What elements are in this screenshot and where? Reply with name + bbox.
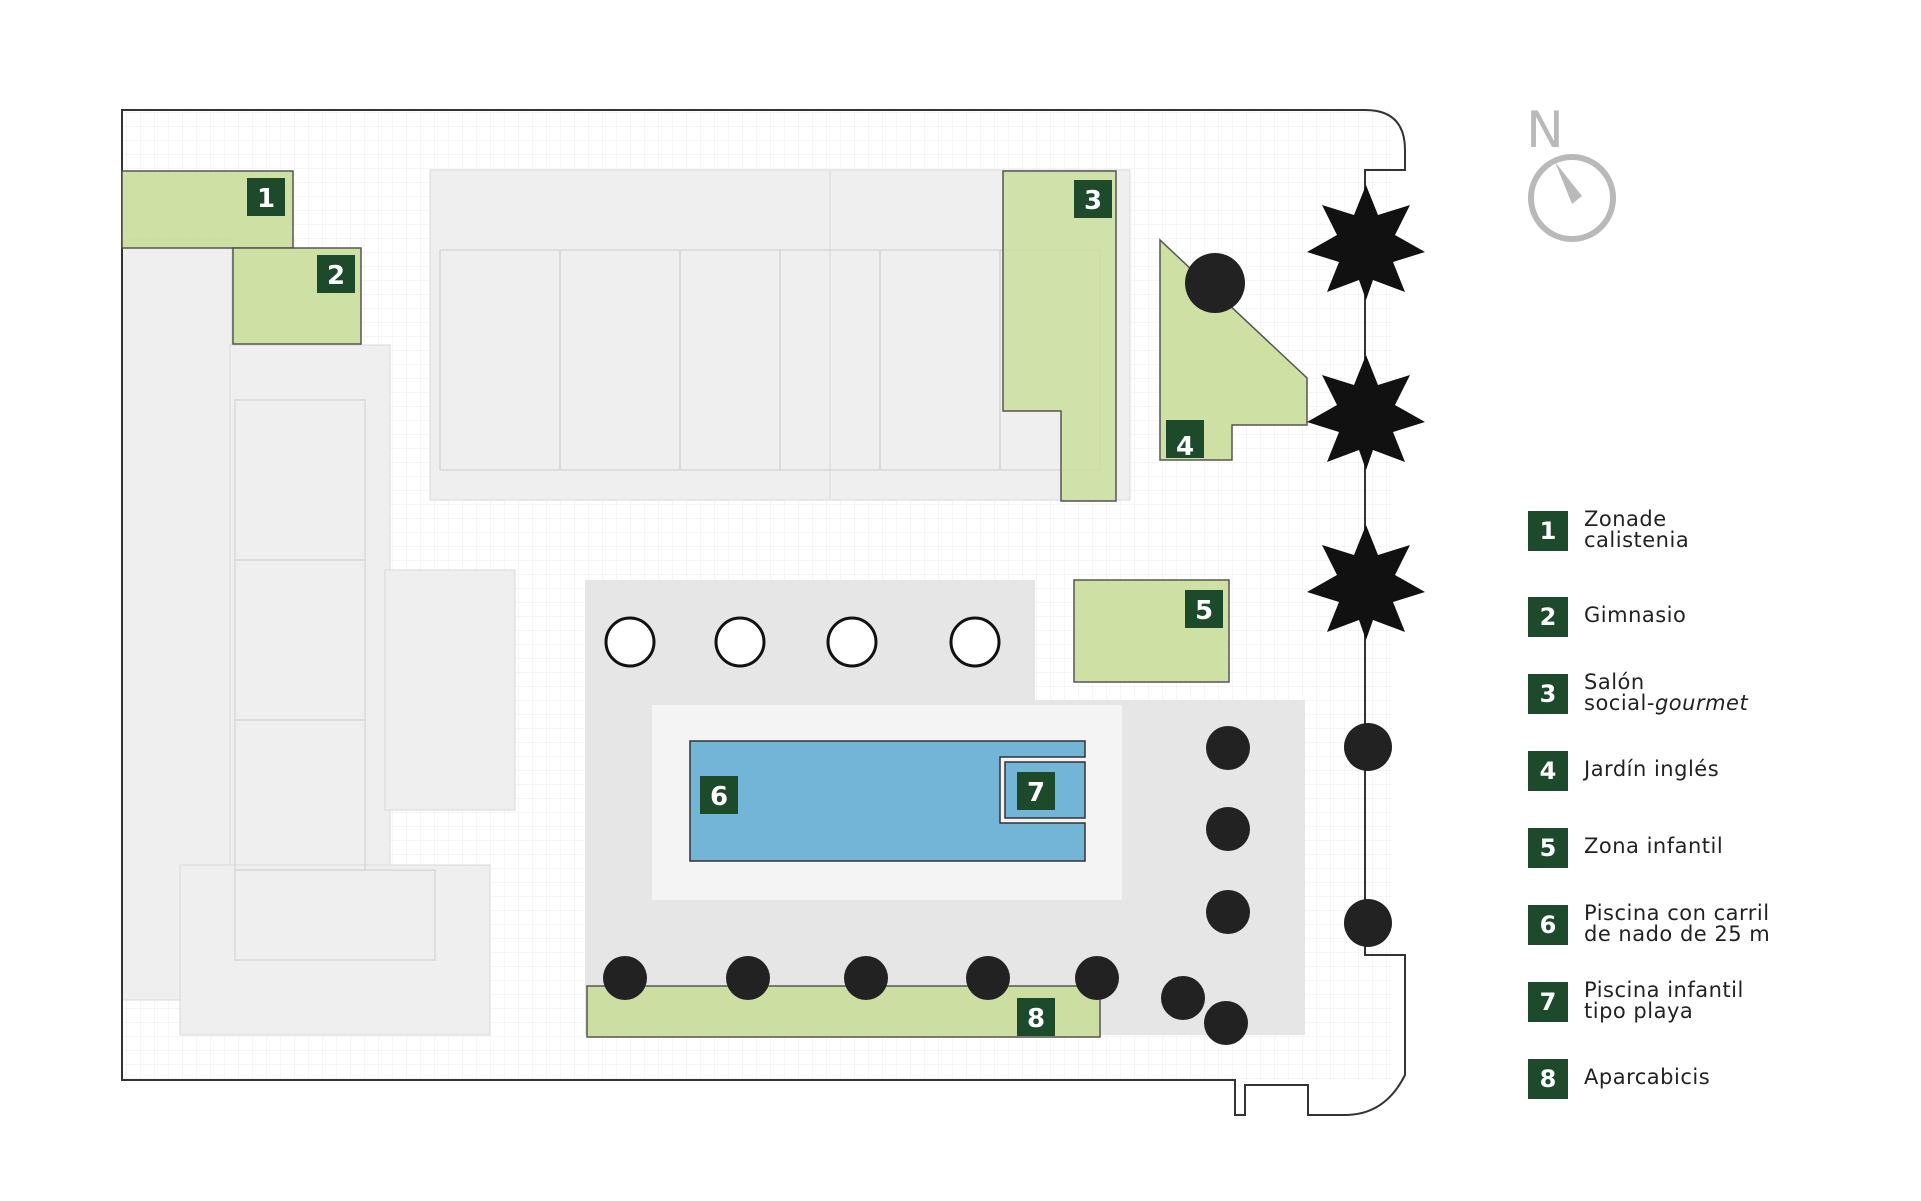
legend-label: Piscina infantil tipo playa [1584,978,1744,1023]
legend-item-2: 2 Gimnasio [1528,591,1908,651]
legend-item-1: 1 Zonade calistenia [1528,505,1908,565]
legend-item-5: 5 Zona infantil [1528,822,1908,882]
svg-text:7: 7 [1027,778,1045,808]
svg-text:5: 5 [1195,596,1213,626]
svg-text:2: 2 [327,261,345,291]
legend-badge: 3 [1528,674,1568,714]
svg-text:6: 6 [710,782,728,812]
palm-trees [1307,185,1425,640]
legend-label: Jardín inglés [1584,757,1720,781]
legend-label-italic: gourmet [1654,691,1749,715]
round-trees [604,616,1001,668]
legend-badge: 5 [1528,828,1568,868]
site-outline [121,109,1406,1116]
zone-badge-1: 1 [247,178,285,216]
zone-badge-7: 7 [1017,772,1055,810]
legend-label: Aparcabicis [1584,1065,1711,1089]
zone-8-area [586,985,1101,1038]
legend-item-6: 6 Piscina con carril de nado de 25 m [1528,899,1908,959]
svg-text:3: 3 [1084,186,1102,216]
legend-item-7: 7 Piscina infantil tipo playa [1528,976,1908,1036]
legend-badge: 8 [1528,1059,1568,1099]
legend-item-8: 8 Aparcabicis [1528,1053,1908,1113]
svg-text:1: 1 [257,184,275,214]
zone-badges: 1 2 3 4 5 6 7 8 [247,178,1223,1036]
svg-text:4: 4 [1176,432,1194,462]
legend-label: Zona infantil [1584,834,1724,858]
zone-badge-4: 4 [1166,420,1204,462]
legend-badge: 1 [1528,511,1568,551]
bush-trees [603,253,1392,1045]
legend-item-3: 3 Salón social-gourmet [1528,668,1908,728]
zone-3-area [1002,170,1117,502]
north-compass: N [1526,101,1616,242]
legend-badge: 6 [1528,905,1568,945]
zone-badge-2: 2 [317,255,355,293]
legend-label: Gimnasio [1584,603,1687,627]
pool-main [689,740,1086,862]
svg-text:8: 8 [1027,1004,1045,1034]
legend-label: Zonade calistenia [1584,507,1690,552]
legend-label: Salón social-gourmet [1584,672,1844,714]
legend-label: Piscina con carril de nado de 25 m [1584,901,1771,946]
legend-badge: 4 [1528,751,1568,791]
north-arrow-icon [1528,154,1616,242]
north-letter: N [1526,101,1563,159]
legend-badge: 7 [1528,982,1568,1022]
zone-badge-3: 3 [1074,180,1112,218]
zone-badge-8: 8 [1017,998,1055,1036]
zone-badge-6: 6 [700,776,738,814]
legend-item-4: 4 Jardín inglés [1528,745,1908,805]
zone-badge-5: 5 [1185,590,1223,628]
legend-badge: 2 [1528,597,1568,637]
legend-label-main: Salón social- [1584,670,1655,715]
